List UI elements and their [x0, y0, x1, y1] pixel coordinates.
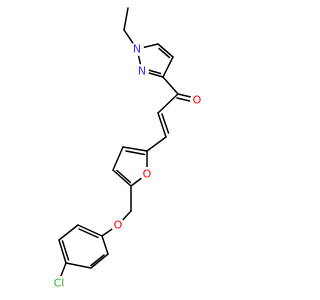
bond-ph-c6-c1-inner	[78, 228, 99, 239]
bond-furan-c2-c3	[122, 146, 148, 152]
atom-label-cl: Cl	[54, 277, 65, 290]
atom-cl: Cl	[49, 276, 69, 290]
bond-ph-c2-c3	[90, 253, 109, 269]
atom-label-o-furan: O	[143, 168, 152, 181]
bond-ph-c2-c3-inner	[90, 254, 105, 267]
bond-ph-c3-c4	[65, 262, 92, 269]
bond-alpha-beta	[157, 112, 167, 138]
bond-beta-furan	[146, 136, 167, 152]
bond-c3-carbonyl	[162, 76, 179, 95]
bond-alpha-beta-inner	[161, 113, 170, 134]
bond-c5-c4-inner	[158, 47, 171, 59]
atom-label-o-ether: O	[114, 219, 123, 232]
atom-label-o-carbonyl: O	[193, 94, 202, 107]
bond-ethyl-ch3	[123, 7, 129, 31]
bond-ph-c4-c5-inner	[61, 240, 70, 261]
bond-c5-c4	[157, 43, 174, 58]
atom-n2: N	[135, 64, 149, 78]
molecule-structure: N N O O O Cl	[49, 7, 204, 290]
bond-ph-c1-c2	[101, 235, 109, 255]
bond-furan-c3-c4	[112, 146, 124, 171]
atom-o-ether: O	[111, 218, 125, 232]
bond-ph-c4-c5	[58, 239, 67, 264]
bond-ph-c6-c1	[77, 224, 103, 237]
atom-o-furan: O	[140, 167, 154, 181]
atom-n1: N	[130, 42, 144, 56]
bond-ph-c5-c6	[58, 224, 79, 241]
bond-furan-c4-c5	[112, 169, 132, 187]
bond-c4-c3	[162, 56, 174, 78]
bond-furan-c2-c3-inner	[125, 150, 146, 156]
bond-carbonyl-alpha	[157, 93, 179, 114]
bond-layer	[58, 7, 196, 282]
atom-o-carbonyl: O	[190, 93, 204, 107]
atom-label-n1: N	[133, 43, 141, 56]
bond-furan-c4-c5-inner	[116, 169, 132, 184]
molecule-canvas: N N O O O Cl	[49, 7, 204, 290]
atom-label-layer: N N O O O Cl	[49, 42, 204, 290]
atom-label-n2: N	[138, 65, 146, 78]
